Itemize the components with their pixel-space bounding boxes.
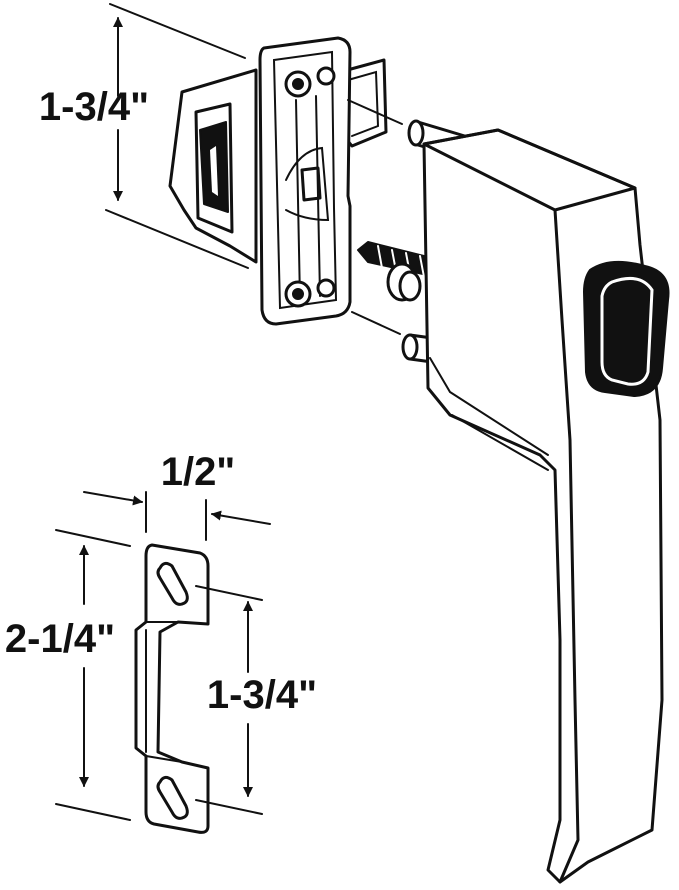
- strike-slot-bottom: [156, 775, 189, 820]
- handle-pin-bottom-end: [401, 333, 419, 361]
- handle-top-face: [422, 128, 637, 212]
- strike-plate: [134, 543, 210, 834]
- strike-width-label: 1/2": [161, 450, 236, 494]
- push-button: [583, 260, 670, 397]
- strike-hole-spacing-dimension: 1-3/4": [195, 585, 317, 815]
- latch-face-plate: [258, 36, 352, 326]
- latch-assembly: [168, 36, 388, 326]
- strike-slot-top: [156, 561, 189, 606]
- strike-width-dimension: 1/2": [83, 450, 271, 541]
- spindle-screw: [357, 241, 433, 302]
- handle-body: [422, 128, 664, 884]
- strike-plate-body: [134, 543, 210, 834]
- handle: [357, 119, 670, 884]
- handle-pin-top-end: [407, 119, 425, 147]
- latch-height-dimension: 1-3/4": [39, 3, 403, 335]
- strike-hole-spacing-label: 1-3/4": [207, 673, 317, 717]
- strike-overall-height-dimension: 2-1/4": [5, 529, 131, 821]
- latch-height-label: 1-3/4": [39, 85, 149, 129]
- strike-overall-height-label: 2-1/4": [5, 617, 115, 661]
